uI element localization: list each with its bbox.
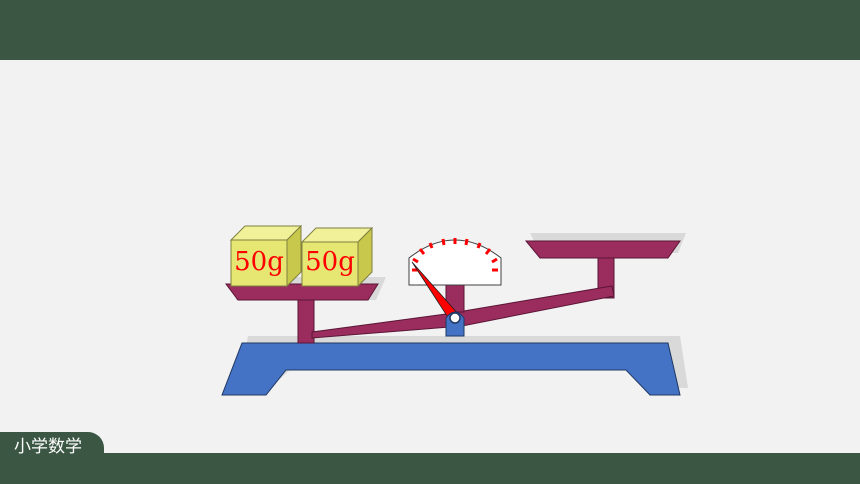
weight-block-2: 50g xyxy=(300,226,374,288)
pivot-pin xyxy=(449,312,461,324)
dial-ticks xyxy=(412,238,498,272)
weight-label-2: 50g xyxy=(305,247,355,277)
scale-base xyxy=(221,342,681,396)
weight-label-1: 50g xyxy=(234,247,284,277)
subject-label: 小学数学 xyxy=(0,432,104,462)
weight-block-1: 50g xyxy=(229,224,303,288)
right-pan xyxy=(524,240,681,259)
header-bar xyxy=(0,0,860,60)
footer-bar xyxy=(0,453,860,484)
dial-face xyxy=(408,239,502,286)
